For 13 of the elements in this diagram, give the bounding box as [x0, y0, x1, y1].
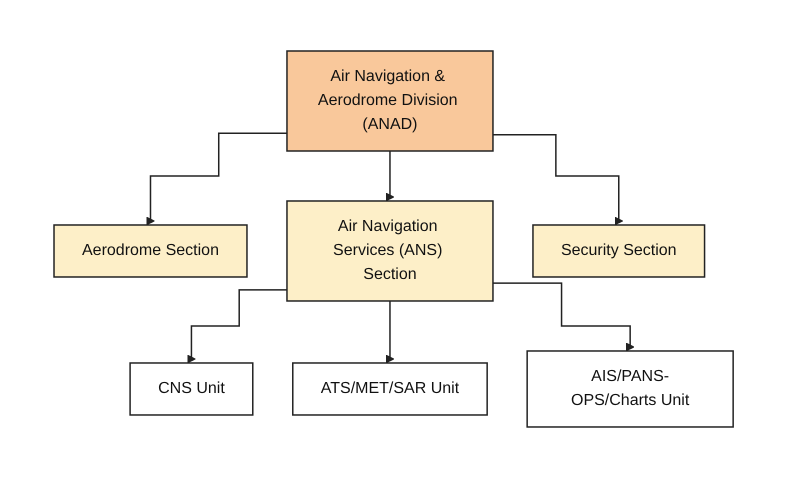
node-box: Air Navigation Services (ANS) Section: [286, 200, 494, 302]
node-box: ATS/MET/SAR Unit: [292, 362, 488, 416]
arrow: [493, 282, 635, 351]
arrow: [146, 132, 288, 225]
arrow: [187, 288, 288, 363]
node-box: CNS Unit: [130, 362, 254, 416]
arrow: [386, 150, 395, 201]
node-box: Security Section: [532, 224, 706, 278]
arrow: [493, 134, 624, 225]
node-box: Air Navigation & Aerodrome Division (ANAD): [286, 50, 494, 152]
node-box: AIS/PANS-OPS/Charts Unit: [526, 350, 734, 428]
node-box: Aerodrome Section: [54, 224, 248, 278]
arrow: [386, 300, 395, 363]
